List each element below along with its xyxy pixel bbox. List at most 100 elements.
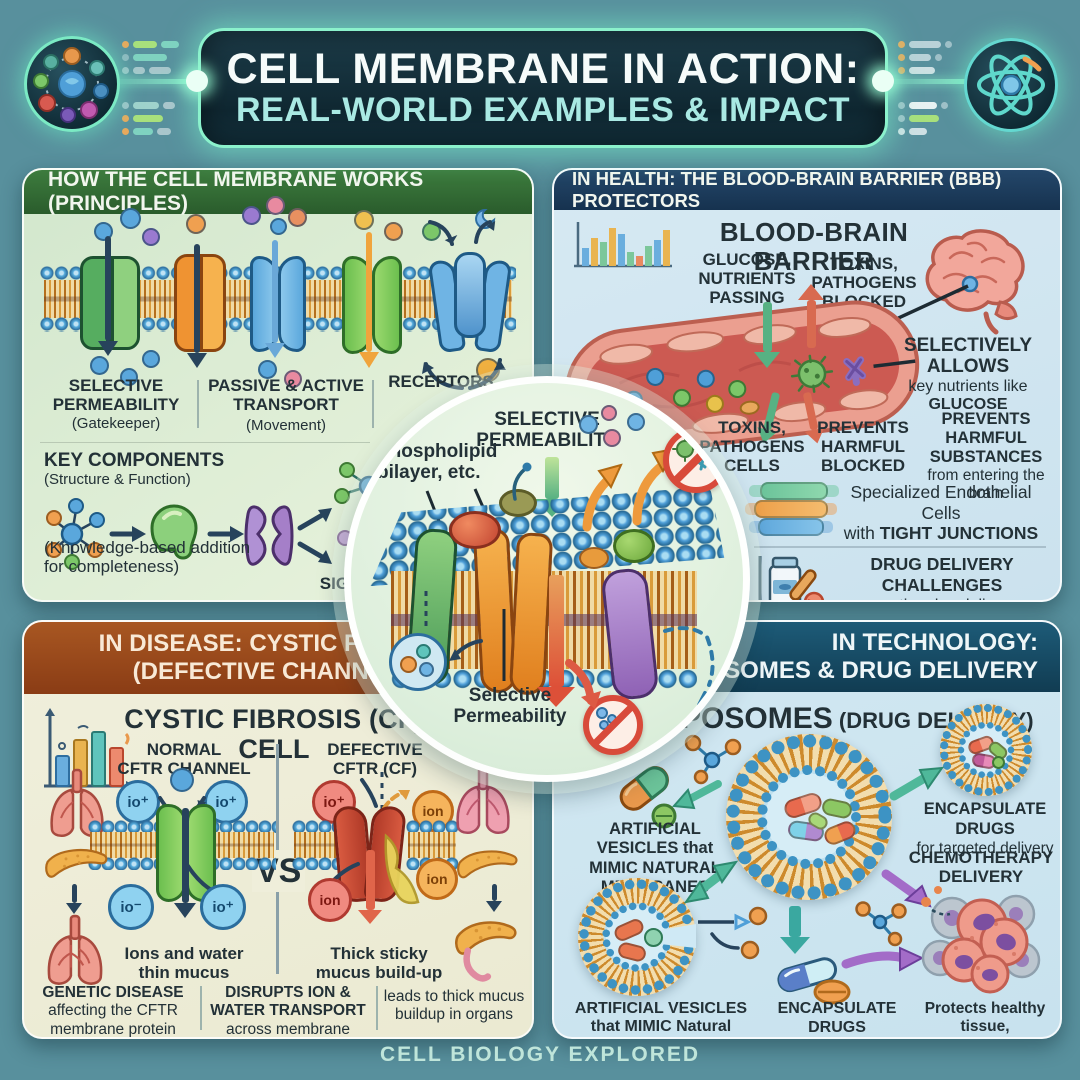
- cell-orbit-icon: [24, 36, 120, 132]
- decor-list-row: [122, 41, 179, 48]
- prohibition-icon: [663, 427, 729, 493]
- decor-list-row: [122, 54, 167, 61]
- glucose-in-arrow: [754, 302, 780, 368]
- prevents-substances-block: PREVENTS HARMFUL SUBSTANCES from enterin…: [920, 410, 1052, 503]
- ion-label: io⁺: [200, 884, 246, 930]
- mimic-arrow: [671, 780, 722, 810]
- encapsulate2-rest: for targeted delivery: [769, 1038, 906, 1039]
- bar-chart-icon: [574, 222, 672, 268]
- poster-title-box: CELL MEMBRANE IN ACTION: REAL-WORLD EXAM…: [198, 28, 888, 148]
- drug-dot: [992, 756, 1005, 769]
- vesicle-icon: [389, 633, 447, 691]
- decor-list-row: [898, 115, 939, 122]
- molecule-dot: [90, 356, 109, 375]
- pancreas-icon: [457, 850, 518, 879]
- vesicles-bottom-caption: ARTIFICIAL VESICLES that MIMIC Natural w…: [574, 1000, 748, 1037]
- release-arrow: [474, 220, 496, 244]
- drug-challenges-bold: DRUG DELIVERY CHALLENGES: [870, 554, 1014, 596]
- health-header: IN HEALTH: THE BLOOD-BRAIN BARRIER (BBB)…: [554, 170, 1060, 211]
- molecule-dot: [258, 360, 277, 379]
- binding-arrow: [428, 220, 458, 246]
- transport-arrow: [98, 236, 118, 356]
- mucus-buildup-caption: leads to thick mucus buildup in organs: [383, 988, 525, 1024]
- gatekeeper-sublabel: (Gatekeeper): [71, 415, 161, 432]
- encapsulate-block: ENCAPSULATE DRUGS for targeted delivery: [910, 800, 1060, 859]
- molecule-dot: [579, 415, 598, 434]
- prohibition-icon: [583, 695, 643, 755]
- virus-icon: [790, 354, 834, 393]
- key-components-label: KEY COMPONENTS: [44, 450, 225, 471]
- uptake-arrow: [449, 639, 483, 661]
- phospholipid-label: Phospholipid bilayer, etc.: [377, 441, 498, 484]
- ion-flow-arrow: [174, 808, 196, 918]
- active-transport-arrow: [359, 232, 379, 368]
- disrupts-rest: across membrane: [225, 1020, 351, 1038]
- header-left-node: [186, 70, 208, 92]
- protects-line1: Protects healthy tissue,: [924, 1000, 1046, 1036]
- glucose-passing-label: GLUCOSE, NUTRIENTS PASSING: [698, 250, 796, 308]
- disrupts-bold: DISRUPTS ION & WATER TRANSPORT: [210, 984, 366, 1020]
- cf-cell-title: CYSTIC FIBROSIS (CF) CELL: [124, 704, 424, 765]
- ion-dot: [170, 768, 194, 792]
- molecule-dot: [288, 208, 307, 227]
- defective-column-label: DEFECTIVE CFTR (CF): [327, 740, 423, 779]
- molecule-dot: [120, 208, 141, 229]
- molecule-dot: [242, 206, 261, 225]
- capsule-icon: [619, 766, 677, 829]
- encapsulate2-bold: ENCAPSULATE DRUGS: [777, 1000, 897, 1036]
- decor-list-row: [122, 128, 171, 135]
- selective-permeability-label: SELECTIVE PERMEABILITY: [52, 376, 180, 415]
- channel-protein-icon: [278, 256, 306, 352]
- exchange-arrow: [683, 860, 739, 904]
- lungs-icon: [456, 765, 510, 834]
- selectively-allows-block: SELECTIVELY ALLOWS key nutrients like GL…: [884, 335, 1052, 414]
- liposome-open-icon: [578, 878, 696, 996]
- to-delivery-arrow: [889, 766, 945, 801]
- drug-challenges-block: DRUG DELIVERY CHALLENGES mention dou del…: [830, 554, 1054, 600]
- drug-challenges-line2: mention dou delivery challenges.: [868, 597, 1016, 600]
- section-divider: [40, 442, 370, 443]
- components-flow-icons: [46, 498, 332, 570]
- molecule-dot: [384, 222, 403, 241]
- endothelial-block: Specialized Endothelial Cells with TIGHT…: [830, 482, 1052, 544]
- bar-chart-icon: [44, 708, 136, 791]
- surface-protein-olive: [499, 489, 537, 517]
- label-pointer-line: [502, 609, 506, 681]
- pancreas-icon: [45, 848, 108, 878]
- decor-list-row: [898, 128, 927, 135]
- poster-subtitle: REAL-WORLD EXAMPLES & IMPACT: [235, 90, 850, 129]
- liposome-icon-small: [940, 704, 1032, 796]
- caption-divider: [200, 986, 202, 1030]
- prevents-blocked-label: PREVENTS HARMFUL BLOCKED: [817, 418, 909, 476]
- center-bottom-label: Selective Permeability: [453, 685, 567, 728]
- ion-label: ion: [308, 878, 352, 922]
- membrane-strip-icon: [292, 820, 340, 870]
- decor-list-row: [898, 41, 952, 48]
- ion-label: io⁻: [108, 884, 154, 930]
- lungs-icon: [47, 914, 103, 985]
- movement-sublabel: (Movement): [245, 417, 327, 434]
- drug-dot: [644, 928, 663, 947]
- protects-bold: DELIVERS: [938, 1037, 1016, 1038]
- tech-panel: IN TECHNOLOGY: LIPOSOMES & DRUG DELIVERY…: [552, 620, 1062, 1039]
- genetic-disease-bold: GENETIC DISEASE: [42, 984, 184, 1001]
- surface-protein-red: [449, 511, 501, 549]
- header-right-node: [872, 70, 894, 92]
- central-membrane-circle: SELECTIVE PERMEABILITY Phospholipid bila…: [344, 376, 750, 782]
- pump-protein-icon: [174, 254, 226, 352]
- molecule-icon: [684, 734, 742, 785]
- surface-protein-orange: [579, 547, 609, 569]
- defective-caption: Thick sticky mucus build-up: [315, 944, 443, 983]
- carrier-protein-icon: [372, 256, 402, 354]
- protects-block: Protects healthy tissue, DELIVERS to spe…: [914, 1000, 1056, 1038]
- transport-label: PASSIVE & ACTIVE TRANSPORT: [208, 376, 364, 415]
- protects-rest: to specific cells: [942, 1037, 1032, 1038]
- selectively-allows-glucose: GLUCOSE: [928, 395, 1008, 413]
- blocked-flow-arrow: [358, 850, 382, 924]
- label-divider: [372, 380, 374, 428]
- label-divider: [197, 380, 199, 428]
- genetic-disease-rest: affecting the CFTR membrane protein: [48, 1002, 178, 1038]
- ion-label: ion: [416, 858, 458, 900]
- molecule-dot: [186, 214, 206, 234]
